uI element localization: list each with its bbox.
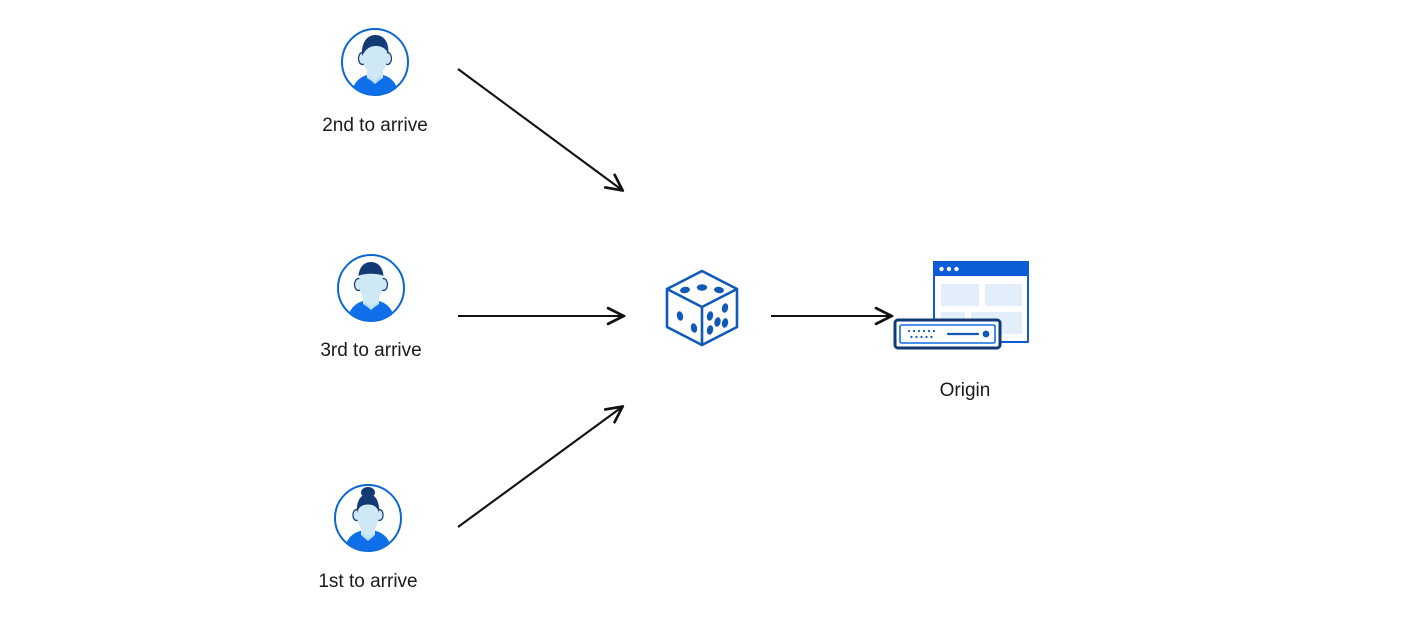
dice-icon (659, 265, 745, 351)
node-origin[interactable]: Origin (890, 258, 1040, 403)
client-second-label: 2nd to arrive (322, 115, 428, 136)
arrow-client-second-to-dice (457, 68, 622, 190)
client-first-label: 1st to arrive (318, 571, 418, 592)
origin-server-icon (890, 258, 1040, 363)
node-client-third[interactable]: 3rd to arrive (296, 252, 446, 363)
client-third-label: 3rd to arrive (320, 340, 422, 361)
node-randomizer[interactable] (659, 265, 745, 351)
user-avatar-icon (332, 482, 404, 554)
node-client-second[interactable]: 2nd to arrive (300, 26, 450, 138)
server-appliance (893, 318, 1002, 350)
origin-label: Origin (939, 380, 991, 401)
user-avatar-icon (339, 26, 411, 98)
user-avatar-icon (335, 252, 407, 324)
arrow-client-first-to-dice (457, 407, 622, 528)
node-client-first[interactable]: 1st to arrive (293, 482, 443, 594)
